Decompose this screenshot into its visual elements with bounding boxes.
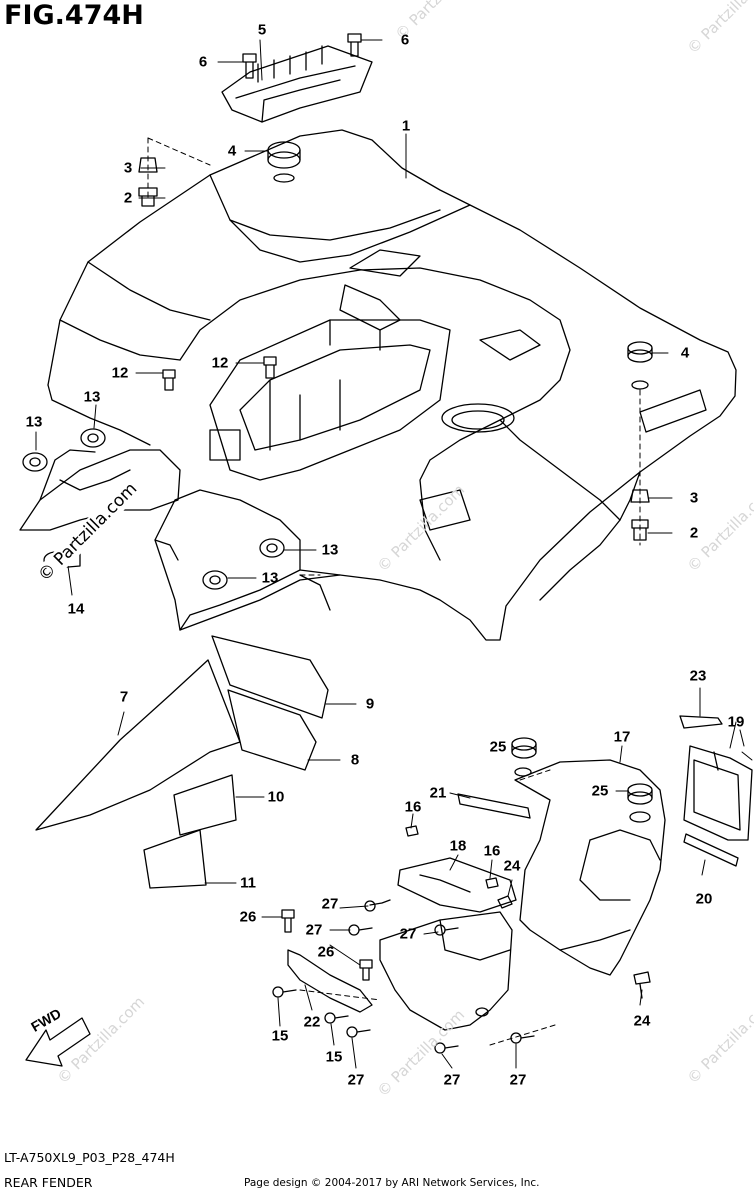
callout-25: 25 bbox=[489, 738, 507, 756]
callout-13: 13 bbox=[25, 413, 43, 431]
page-code: LT-A750XL9_P03_P28_474H bbox=[4, 1150, 175, 1165]
callout-20: 20 bbox=[695, 890, 713, 908]
callout-13: 13 bbox=[321, 541, 339, 559]
callout-5: 5 bbox=[257, 21, 267, 39]
strip-part-21 bbox=[457, 793, 531, 819]
grommets-13 bbox=[22, 428, 285, 590]
callout-11: 11 bbox=[240, 874, 256, 892]
callout-16: 16 bbox=[404, 798, 422, 816]
callout-7: 7 bbox=[119, 688, 129, 706]
callout-3: 3 bbox=[123, 159, 133, 177]
callout-15: 15 bbox=[271, 1027, 289, 1045]
callout-6: 6 bbox=[400, 31, 410, 49]
mud-guard-part-17 bbox=[514, 759, 666, 976]
callout-22: 22 bbox=[303, 1013, 321, 1031]
fender-lower-stays bbox=[19, 449, 341, 631]
callout-15: 15 bbox=[325, 1048, 343, 1066]
callout-16: 16 bbox=[483, 842, 501, 860]
callout-26: 26 bbox=[239, 908, 257, 926]
page-name: REAR FENDER bbox=[4, 1175, 93, 1190]
bracket-part-18 bbox=[397, 857, 517, 913]
callout-6: 6 bbox=[198, 53, 208, 71]
callout-9: 9 bbox=[365, 695, 375, 713]
callout-26: 26 bbox=[317, 943, 335, 961]
bracket-part-5 bbox=[221, 45, 373, 123]
callout-24: 24 bbox=[633, 1012, 651, 1030]
strip-part-20 bbox=[683, 833, 739, 867]
figure-title: FIG.474H bbox=[4, 0, 144, 31]
callout-27: 27 bbox=[443, 1071, 461, 1089]
callout-13: 13 bbox=[83, 388, 101, 406]
clips-16 bbox=[405, 825, 499, 889]
callout-1: 1 bbox=[401, 117, 411, 135]
panel-part-10 bbox=[173, 774, 237, 836]
callout-leaders bbox=[35, 39, 753, 1069]
leader-lines bbox=[147, 137, 641, 1046]
callout-19: 19 bbox=[727, 713, 745, 731]
callout-3: 3 bbox=[689, 489, 699, 507]
callout-2: 2 bbox=[689, 524, 699, 542]
callout-2: 2 bbox=[123, 189, 133, 207]
callout-8: 8 bbox=[350, 751, 360, 769]
callout-10: 10 bbox=[267, 788, 285, 806]
panel-part-8 bbox=[227, 689, 317, 771]
callout-27: 27 bbox=[305, 921, 323, 939]
callout-24: 24 bbox=[503, 857, 521, 875]
callout-25: 25 bbox=[591, 782, 609, 800]
callout-12: 12 bbox=[211, 354, 229, 372]
callout-27: 27 bbox=[321, 895, 339, 913]
callout-21: 21 bbox=[429, 784, 447, 802]
panel-part-11 bbox=[143, 829, 207, 889]
panel-part-9 bbox=[211, 635, 329, 719]
callout-4: 4 bbox=[680, 344, 690, 362]
fwd-arrow-icon bbox=[25, 1017, 91, 1067]
callout-18: 18 bbox=[449, 837, 467, 855]
callout-27: 27 bbox=[399, 925, 417, 943]
copyright-credit: Page design © 2004-2017 by ARI Network S… bbox=[244, 1177, 540, 1189]
callout-4: 4 bbox=[227, 142, 237, 160]
callout-27: 27 bbox=[509, 1071, 527, 1089]
bolt-part-6 bbox=[242, 33, 362, 79]
panel-part-7 bbox=[35, 659, 241, 831]
clip-part-23 bbox=[679, 715, 723, 729]
callout-27: 27 bbox=[347, 1071, 365, 1089]
callout-14: 14 bbox=[67, 600, 85, 618]
callout-23: 23 bbox=[689, 667, 707, 685]
callout-17: 17 bbox=[613, 728, 631, 746]
callout-13: 13 bbox=[261, 569, 279, 587]
fasteners-upper bbox=[138, 141, 653, 541]
callout-12: 12 bbox=[111, 364, 129, 382]
flap-part-19 bbox=[683, 745, 753, 841]
bracket-part-22 bbox=[287, 949, 373, 1013]
rear-fender-part-1 bbox=[47, 129, 737, 641]
